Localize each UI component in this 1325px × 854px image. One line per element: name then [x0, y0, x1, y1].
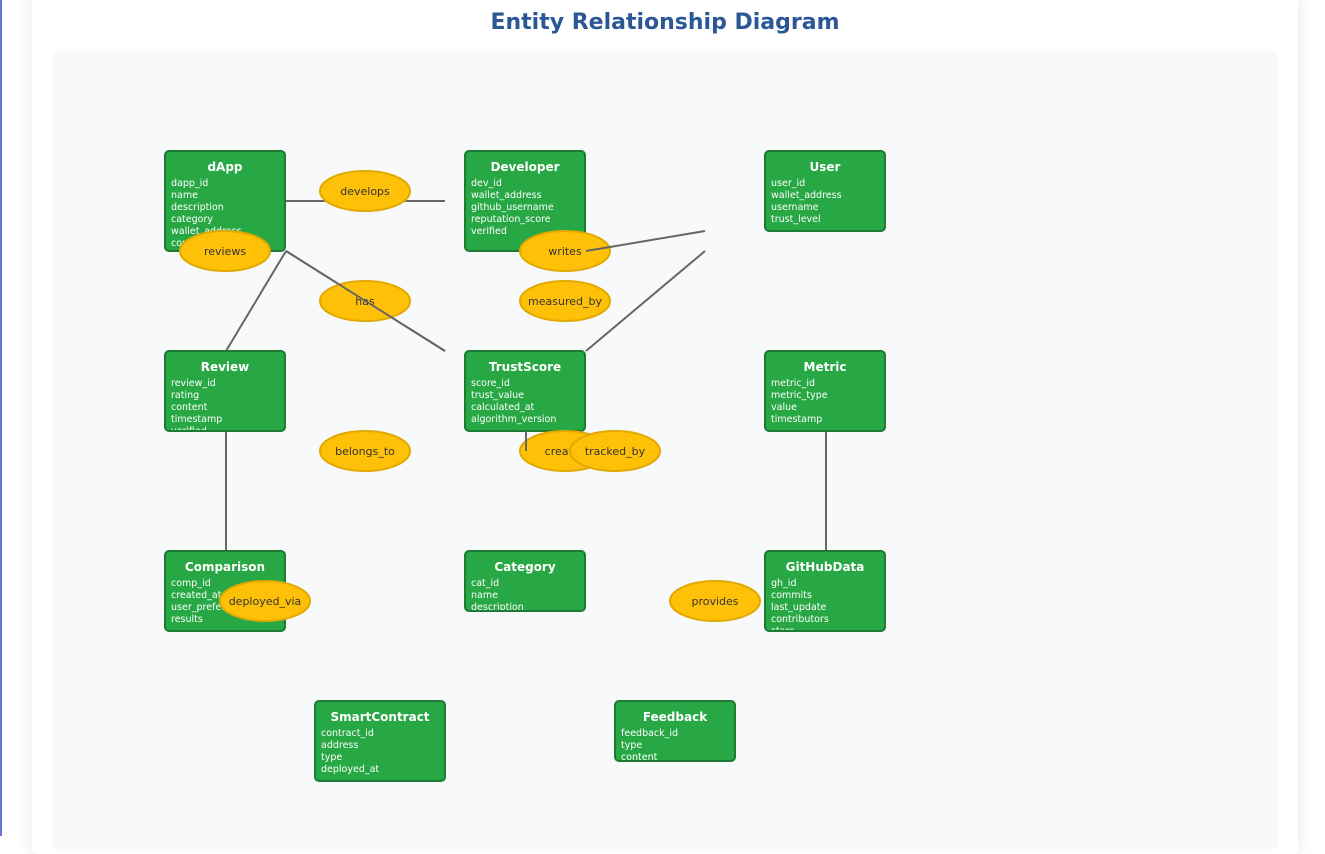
entity-attribute: type — [621, 740, 642, 751]
entity-attribute: wallet_address — [471, 190, 542, 201]
entity-attribute: cat_id — [471, 578, 499, 589]
relationship-label: belongs_to — [335, 445, 395, 458]
relationship-tracked-by[interactable]: tracked_by — [569, 430, 661, 472]
entity-attribute: address — [321, 740, 358, 751]
entity-attribute: verified — [471, 226, 507, 237]
entity-category[interactable]: Category cat_id name description — [464, 550, 586, 613]
line-writes-user — [585, 230, 706, 252]
entity-attribute: description — [471, 602, 524, 613]
line-dapp-review — [225, 250, 287, 352]
entity-feedback[interactable]: Feedback feedback_id type content submit… — [614, 700, 736, 775]
entity-attribute: type — [321, 752, 342, 763]
entity-user[interactable]: User user_id wallet_address username tru… — [764, 150, 886, 232]
entity-attribute: contributors — [771, 614, 829, 625]
entity-attribute: user_preferences — [171, 602, 253, 613]
entity-developer[interactable]: Developer dev_id wallet_address github_u… — [464, 150, 586, 252]
entity-attribute: submitted_at — [621, 764, 684, 775]
entity-attribute: github_username — [471, 202, 554, 213]
entity-name: User — [810, 160, 841, 174]
entity-attribute: stars — [771, 626, 794, 637]
entity-trustscore[interactable]: TrustScore score_id trust_value calculat… — [464, 350, 586, 432]
entity-attribute: wallet_address — [171, 226, 242, 237]
entity-attribute: wallet_address — [771, 190, 842, 201]
er-diagram: dApp dapp_id name description category w… — [164, 150, 886, 782]
relationship-label: reviews — [204, 245, 246, 258]
relationship-label: provides — [691, 595, 738, 608]
entity-attribute: review_id — [171, 378, 216, 389]
entity-attribute: verified — [171, 426, 207, 437]
entity-attribute: rating — [171, 390, 199, 401]
entity-name: Metric — [804, 360, 847, 374]
entity-githubdata[interactable]: GitHubData gh_id commits last_update con… — [764, 550, 886, 637]
entity-attribute: trust_value — [471, 390, 524, 401]
entity-attribute: reputation_score — [471, 214, 551, 225]
entity-review[interactable]: Review review_id rating content timestam… — [164, 350, 286, 437]
entity-attribute: trust_level — [771, 214, 821, 225]
entity-attribute: content — [621, 752, 658, 763]
relationship-belongs-to[interactable]: belongs_to — [319, 430, 411, 472]
entity-attribute: results — [171, 614, 203, 625]
entity-metric[interactable]: Metric metric_id metric_type value times… — [764, 350, 886, 432]
entity-name: Category — [494, 560, 556, 574]
relationship-deployed-via[interactable]: deployed_via — [219, 580, 311, 622]
entity-name: SmartContract — [330, 710, 429, 724]
entity-name: Comparison — [185, 560, 265, 574]
page-title: Entity Relationship Diagram — [490, 10, 840, 35]
entity-attribute: score_id — [471, 378, 510, 389]
relationship-label: deployed_via — [229, 595, 302, 608]
relationship-develops[interactable]: develops — [319, 170, 411, 212]
entity-attribute: dapp_id — [171, 178, 208, 189]
entity-attribute: content — [171, 402, 208, 413]
entity-attribute: gh_id — [771, 578, 796, 589]
entity-name: Developer — [490, 160, 559, 174]
entity-name: dApp — [207, 160, 242, 174]
entity-attribute: feedback_id — [621, 728, 678, 739]
entity-smartcontract[interactable]: SmartContract contract_id address type d… — [314, 700, 446, 782]
entity-attribute: contract_id — [321, 728, 374, 739]
relationship-label: writes — [548, 245, 582, 258]
entity-attribute: deployed_at — [321, 764, 379, 775]
entity-attribute: name — [471, 590, 498, 601]
entity-attribute: last_update — [771, 602, 827, 613]
entity-attribute: created_at — [171, 590, 222, 601]
line-trustscore-user — [585, 250, 706, 352]
relationship-measured-by[interactable]: measured_by — [519, 280, 611, 322]
entity-attribute: timestamp — [771, 414, 822, 425]
entity-name: GitHubData — [786, 560, 865, 574]
entity-attribute: calculated_at — [471, 402, 535, 413]
entity-attribute: metric_id — [771, 378, 815, 389]
entity-name: Review — [201, 360, 250, 374]
page-left-accent — [0, 0, 2, 836]
entity-attribute: user_id — [771, 178, 805, 189]
entity-attribute: timestamp — [171, 414, 222, 425]
relationship-provides[interactable]: provides — [669, 580, 761, 622]
relationship-reviews[interactable]: reviews — [179, 230, 271, 272]
entity-attribute: comp_id — [171, 578, 211, 589]
entity-attribute: metric_type — [771, 390, 828, 401]
entity-attribute: value — [771, 402, 797, 413]
entity-attribute: category — [171, 214, 213, 225]
entity-attribute: algorithm_version — [471, 414, 556, 425]
entity-attribute: description — [171, 202, 224, 213]
entity-attribute: name — [171, 190, 198, 201]
entity-attribute: username — [771, 202, 819, 213]
entity-attribute: dev_id — [471, 178, 502, 189]
relationship-writes[interactable]: writes — [519, 230, 611, 272]
line-has-trustscore — [285, 250, 446, 352]
entity-attribute: commits — [771, 590, 812, 601]
relationship-label: develops — [340, 185, 390, 198]
entity-name: Feedback — [643, 710, 708, 724]
relationship-label: measured_by — [528, 295, 602, 308]
entity-name: TrustScore — [489, 360, 561, 374]
relationship-label: tracked_by — [585, 445, 646, 458]
